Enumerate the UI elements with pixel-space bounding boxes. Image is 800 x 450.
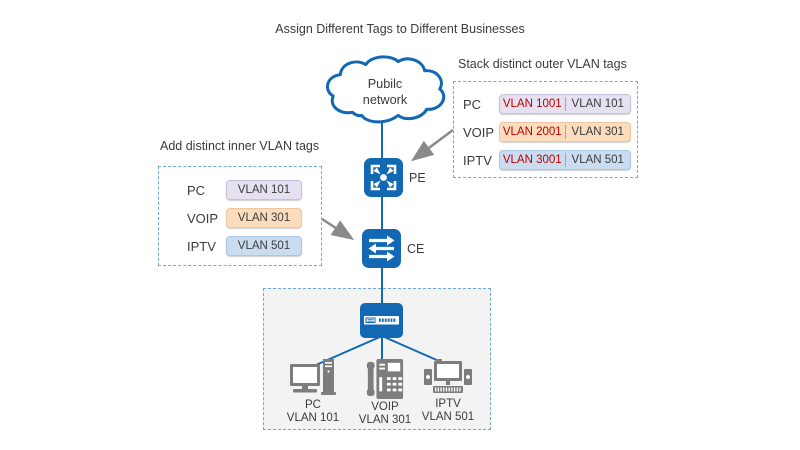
outer-vlan-tag: VLAN 2001 <box>502 126 562 138</box>
service-label: IPTV <box>463 152 492 168</box>
tag-divider <box>564 153 566 167</box>
device-iptv: IPTV VLAN 501 <box>412 359 484 424</box>
pe-router-icon <box>364 158 403 202</box>
service-label: VOIP <box>463 124 495 140</box>
inner-row-voip: VOIP VLAN 301 <box>159 208 321 228</box>
inner-row-pc: PC VLAN 101 <box>159 180 321 200</box>
inner-vlan-tag: VLAN 301 <box>571 126 624 138</box>
vlan-tag-pill: VLAN 301 <box>226 208 302 228</box>
arrow-to-pe <box>410 128 454 162</box>
service-label: VOIP <box>187 210 219 226</box>
pe-label: PE <box>409 171 426 185</box>
service-label: PC <box>463 96 482 112</box>
device-name: PC <box>305 399 321 411</box>
outer-row-pc: PC VLAN 1001 VLAN 101 <box>454 94 637 114</box>
service-label: IPTV <box>187 238 216 254</box>
device-pc: PC VLAN 101 <box>277 359 349 425</box>
arrow-to-ce <box>321 217 355 241</box>
stacked-vlan-tag-pill: VLAN 2001 VLAN 301 <box>499 122 631 142</box>
inner-vlan-tag: VLAN 101 <box>571 98 624 110</box>
device-name: VOIP <box>371 401 399 413</box>
voip-phone-icon <box>366 359 404 399</box>
lan-switch-icon <box>360 303 403 343</box>
public-network-cloud: Pubilc network <box>322 54 448 124</box>
device-vlan: VLAN 501 <box>421 411 475 423</box>
cloud-label-line2: network <box>363 93 408 107</box>
outer-row-voip: VOIP VLAN 2001 VLAN 301 <box>454 122 637 142</box>
vlan-tag-pill: VLAN 501 <box>226 236 302 256</box>
diagram-title: Assign Different Tags to Different Busin… <box>275 22 525 36</box>
outer-vlan-tag: VLAN 1001 <box>502 98 562 110</box>
outer-vlan-tag: VLAN 3001 <box>502 154 562 166</box>
outer-vlan-panel: PC VLAN 1001 VLAN 101 VOIP VLAN 2001 VLA… <box>453 81 638 178</box>
cloud-label-line1: Pubilc <box>368 77 403 91</box>
ce-switch-icon <box>362 229 401 273</box>
tag-divider <box>564 97 566 111</box>
device-vlan: VLAN 101 <box>286 412 340 424</box>
tag-divider <box>564 125 566 139</box>
device-voip: VOIP VLAN 301 <box>349 359 421 427</box>
service-label: PC <box>187 182 206 198</box>
inner-row-iptv: IPTV VLAN 501 <box>159 236 321 256</box>
device-name: IPTV <box>435 398 461 410</box>
desktop-pc-icon <box>290 359 336 395</box>
inner-panel-title: Add distinct inner VLAN tags <box>160 139 320 153</box>
vlan-tag-pill: VLAN 101 <box>226 180 302 200</box>
device-vlan: VLAN 301 <box>358 414 412 426</box>
ce-label: CE <box>407 242 425 256</box>
inner-vlan-tag: VLAN 501 <box>571 154 624 166</box>
stacked-vlan-tag-pill: VLAN 3001 VLAN 501 <box>499 150 631 170</box>
inner-vlan-panel: PC VLAN 101 VOIP VLAN 301 IPTV VLAN 501 <box>158 166 322 266</box>
stacked-vlan-tag-pill: VLAN 1001 VLAN 101 <box>499 94 631 114</box>
iptv-terminal-icon <box>424 359 472 393</box>
cloud-icon: Pubilc network <box>325 55 446 124</box>
outer-panel-title: Stack distinct outer VLAN tags <box>458 57 627 71</box>
outer-row-iptv: IPTV VLAN 3001 VLAN 501 <box>454 150 637 170</box>
